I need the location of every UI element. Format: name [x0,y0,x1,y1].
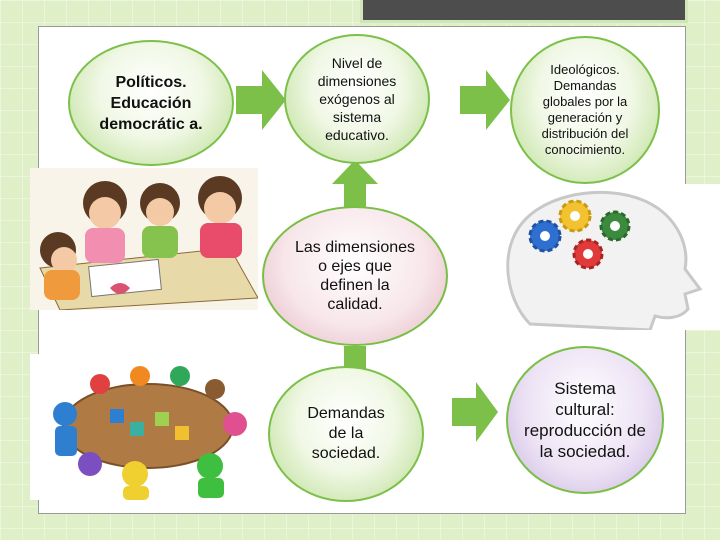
arrow-up [332,160,378,210]
node-cultural: Sistema cultural: reproducción de la soc… [506,346,664,494]
arrow-right-top-left [236,68,286,132]
team-meeting-icon [30,354,258,500]
children-drawing-icon [30,168,258,310]
node-centro: Las dimensiones o ejes que definen la ca… [262,206,448,346]
node-centro-text: Las dimensiones o ejes que definen la ca… [294,238,416,314]
arrow-right-top-right [460,68,510,132]
node-politicos-text: Políticos. Educación democrátic a. [96,72,206,135]
node-demandas: Demandas de la sociedad. [268,366,424,502]
node-ideologicos: Ideológicos. Demandas globales por la ge… [510,36,660,184]
node-politicos: Políticos. Educación democrátic a. [68,40,234,166]
node-nivel: Nivel de dimensiones exógenos al sistema… [284,34,430,164]
node-demandas-text: Demandas de la sociedad. [298,404,394,464]
arrow-right-bottom [452,382,498,442]
title-bar [360,0,688,23]
node-nivel-text: Nivel de dimensiones exógenos al sistema… [304,54,410,144]
node-cultural-text: Sistema cultural: reproducción de la soc… [524,378,646,462]
head-gears-icon [490,184,720,330]
node-ideologicos-text: Ideológicos. Demandas globales por la ge… [528,62,642,158]
